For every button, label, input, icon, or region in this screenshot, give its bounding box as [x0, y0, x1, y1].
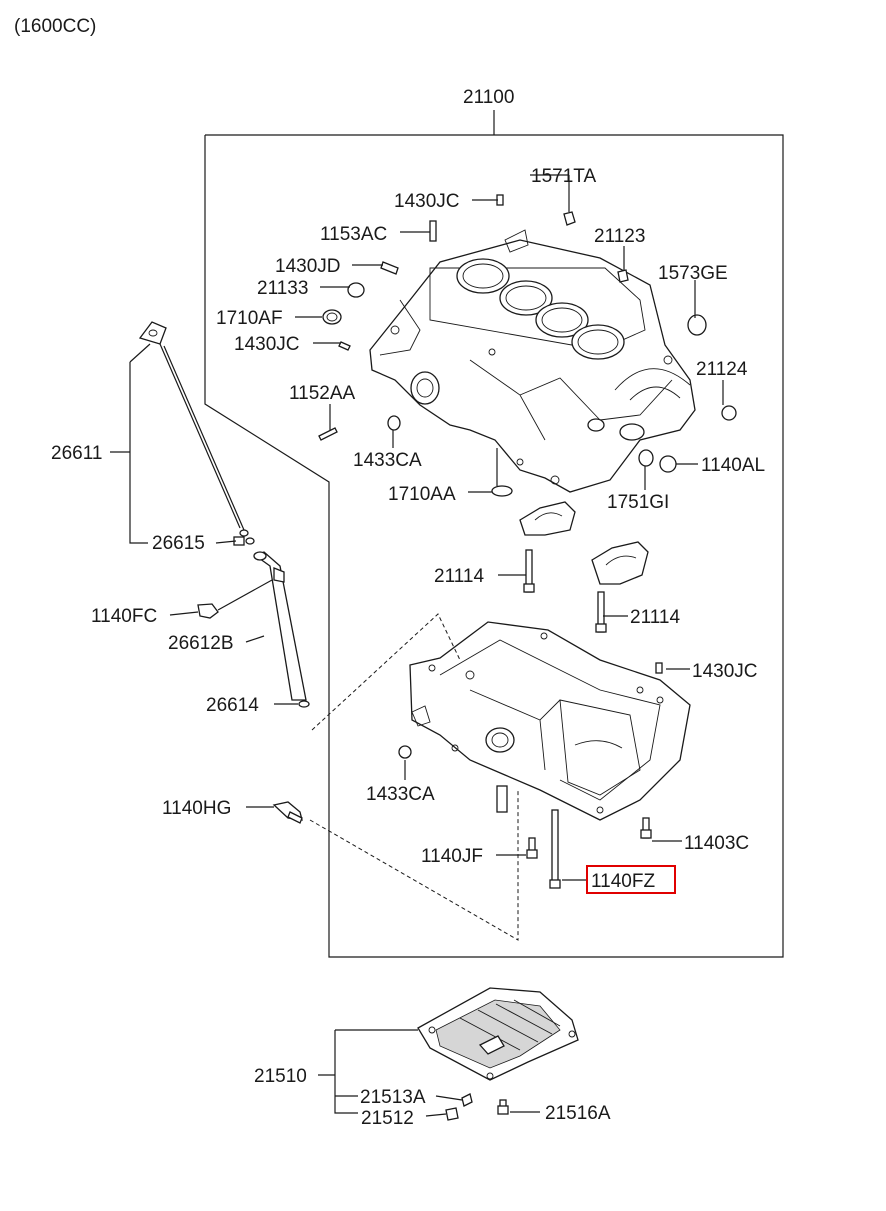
- block-small-parts: [318, 194, 737, 497]
- oil-pan-drawing: [417, 987, 579, 1121]
- part-label-21513A[interactable]: 21513A: [360, 1087, 426, 1108]
- part-label-1152AA[interactable]: 1152AA: [289, 383, 356, 404]
- part-label-1140HG[interactable]: 1140HG: [162, 798, 231, 819]
- lower-crankcase-drawing: [409, 621, 691, 821]
- part-label-1140FC[interactable]: 1140FC: [91, 606, 157, 627]
- cylinder-block-drawing: [369, 229, 696, 493]
- part-label-26614[interactable]: 26614: [206, 695, 259, 716]
- main-assembly-number[interactable]: 21100: [463, 87, 514, 108]
- part-label-1140FZ[interactable]: 1140FZ: [591, 871, 655, 892]
- part-label-1573GE[interactable]: 1573GE: [658, 263, 728, 284]
- part-label-21114-lower[interactable]: 21114: [630, 607, 680, 628]
- part-label-21133[interactable]: 21133: [257, 278, 308, 299]
- part-label-1710AF[interactable]: 1710AF: [216, 308, 283, 329]
- part-label-21124[interactable]: 21124: [696, 359, 748, 380]
- leader-lines: [110, 174, 724, 1117]
- part-label-1140AL[interactable]: 1140AL: [701, 455, 765, 476]
- engine-spec-label: (1600CC): [14, 16, 96, 37]
- part-label-21516A[interactable]: 21516A: [545, 1103, 611, 1124]
- highlight-box-1140FZ: [586, 865, 676, 894]
- part-label-1433CA-lower[interactable]: 1433CA: [366, 784, 435, 805]
- part-label-11403C[interactable]: 11403C: [684, 833, 749, 854]
- bearing-caps-drawing: [519, 501, 649, 633]
- part-label-21510[interactable]: 21510: [254, 1066, 307, 1087]
- part-label-21512[interactable]: 21512: [361, 1108, 414, 1129]
- part-label-1430JC-top[interactable]: 1430JC: [394, 191, 460, 212]
- part-label-1430JC-lower[interactable]: 1430JC: [692, 661, 758, 682]
- part-label-1153AC[interactable]: 1153AC: [320, 224, 387, 245]
- part-label-21114-upper[interactable]: 21114: [434, 566, 484, 587]
- part-label-1140JF[interactable]: 1140JF: [421, 846, 483, 867]
- part-label-1430JD[interactable]: 1430JD: [275, 256, 341, 277]
- part-label-1751GI[interactable]: 1751GI: [607, 492, 669, 513]
- part-label-1430JC-mid[interactable]: 1430JC: [234, 334, 300, 355]
- part-label-26611[interactable]: 26611: [51, 443, 102, 464]
- part-label-1433CA-top[interactable]: 1433CA: [353, 450, 422, 471]
- lower-small-parts: [272, 662, 663, 889]
- part-label-1710AA[interactable]: 1710AA: [388, 484, 456, 505]
- part-label-21123[interactable]: 21123: [594, 226, 645, 247]
- part-label-1571TA[interactable]: 1571TA: [531, 166, 596, 187]
- assembly-frame: [204, 134, 784, 958]
- dipstick-assembly-drawing: [138, 321, 310, 708]
- dashed-relation-lines: [309, 613, 519, 941]
- part-label-26615[interactable]: 26615: [152, 533, 205, 554]
- part-label-26612B[interactable]: 26612B: [168, 633, 234, 654]
